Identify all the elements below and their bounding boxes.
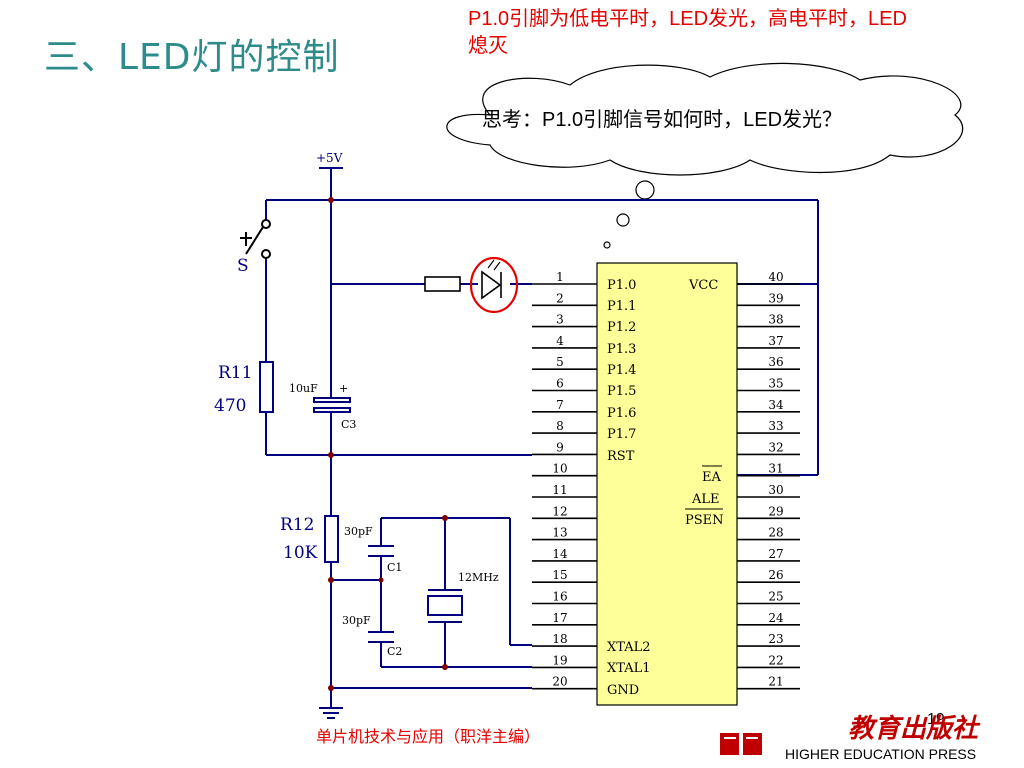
pin-label-p10: P1.0 (607, 278, 636, 293)
book-logo-icon (720, 731, 762, 757)
chip-pin-number: 34 (768, 398, 784, 412)
pin-label-xtal1: XTAL1 (607, 661, 651, 676)
c3-name: C3 (341, 418, 356, 431)
chip-pin-number: 36 (768, 355, 783, 369)
r12-name: R12 (280, 515, 314, 535)
thought-dot-medium (616, 213, 630, 227)
r11-name: R11 (218, 363, 252, 383)
thought-bubble (446, 62, 964, 249)
c1-name: C1 (387, 561, 402, 574)
thought-dot-small (603, 241, 611, 249)
chip-pin-number: 28 (768, 526, 783, 540)
pin-label-ale: ALE (691, 492, 720, 507)
chip-pin-number: 38 (768, 313, 783, 327)
pin-label-xtal2: XTAL2 (607, 640, 651, 655)
pin-label-ea: EA (702, 470, 721, 485)
resistor-r11 (259, 361, 274, 413)
pin-label-p16: P1.6 (607, 406, 636, 421)
chip-pin-number: 33 (768, 419, 783, 433)
supply-label: +5V (316, 151, 343, 165)
chip-pin-number: 21 (768, 675, 783, 689)
chip-pin-number: 31 (768, 462, 783, 476)
chip-pin-number: 16 (552, 590, 567, 604)
chip-pin-number: 4 (556, 334, 564, 348)
chip-pin-number: 9 (556, 440, 564, 454)
chip-pin-number: 12 (552, 504, 567, 518)
chip-pin-number: 26 (768, 568, 783, 582)
chip-pin-number: 17 (552, 611, 567, 625)
chip-pin-number: 35 (768, 377, 783, 391)
chip-pin-number: 32 (768, 440, 783, 454)
chip-pin-number: 40 (768, 270, 783, 284)
chip-pin-number: 27 (768, 547, 783, 561)
crystal-icon (427, 589, 463, 623)
chip-pin-number: 22 (768, 653, 783, 667)
c2-name: C2 (387, 645, 402, 658)
crystal-label: 12MHz (458, 571, 499, 584)
r11-value: 470 (214, 396, 246, 416)
c2-value: 30pF (342, 614, 371, 627)
chip-pin-number: 25 (768, 590, 783, 604)
svg-text:+: + (339, 382, 348, 395)
chip-pin-number: 29 (768, 504, 783, 518)
chip-right-pins: 40 39 38 37 36 35 34 33 32 31 30 29 28 27 26 25 24 23 22 21 (737, 270, 800, 690)
chip-pin-number: 3 (556, 313, 564, 327)
chip-pin-number: 11 (552, 483, 567, 497)
chip-pin-number: 23 (768, 632, 783, 646)
c3-value: 10uF (289, 382, 318, 395)
r12-value: 10K (283, 543, 318, 563)
pin-label-p11: P1.1 (607, 299, 636, 314)
resistor-r12 (324, 515, 339, 563)
pin-label-p17: P1.7 (607, 427, 636, 442)
pin-label-p13: P1.3 (607, 342, 636, 357)
chip-pin-number: 14 (552, 547, 568, 561)
chip-pin-number: 39 (768, 291, 783, 305)
led-highlight-circle (469, 256, 519, 314)
chip-pin-number: 37 (768, 334, 783, 348)
chip-pin-number: 6 (556, 377, 564, 391)
chip-pin-number: 10 (552, 462, 567, 476)
pin-label-gnd: GND (607, 683, 639, 698)
switch-icon (240, 219, 271, 259)
mcu-chip (596, 262, 738, 706)
publisher-name-en: HIGHER EDUCATION PRESS (785, 746, 977, 762)
page-number: 19 (927, 711, 945, 728)
chip-pin-number: 7 (556, 398, 564, 412)
pin-label-vcc: VCC (688, 278, 718, 293)
footer-text: 单片机技术与应用（职洋主编） (316, 729, 541, 746)
slide-title: 三、LED灯的控制 (44, 37, 340, 78)
c1-value: 30pF (344, 525, 373, 538)
resistor-led (424, 276, 461, 292)
chip-pin-number: 8 (556, 419, 564, 433)
chip-pin-number: 19 (552, 653, 567, 667)
chip-pin-number: 20 (552, 675, 567, 689)
chip-pin-number: 18 (552, 632, 567, 646)
pin-label-p12: P1.2 (607, 320, 636, 335)
chip-pin-number: 24 (768, 611, 784, 625)
capacitor-c3 (313, 397, 351, 413)
chip-pin-number: 15 (552, 568, 567, 582)
pin-label-p14: P1.4 (607, 363, 636, 378)
pin-label-rst: RST (607, 449, 635, 464)
publisher-name-cn: 教育出版社 (848, 714, 979, 744)
chip-pin-number: 13 (552, 526, 567, 540)
thought-text: 思考：P1.0引脚信号如何时，LED发光？ (482, 109, 843, 131)
chip-pin-number: 2 (556, 291, 564, 305)
chip-pin-number: 1 (556, 270, 564, 284)
chip-pin-number: 5 (556, 355, 564, 369)
led-icon (481, 259, 502, 300)
pin-label-psen: PSEN (685, 513, 724, 528)
pin-label-p15: P1.5 (607, 384, 636, 399)
annotation-note: P1.0引脚为低电平时，LED发光，高电平时，LED熄灭 (468, 8, 907, 57)
switch-label: S (237, 256, 249, 276)
chip-pin-number: 30 (768, 483, 783, 497)
